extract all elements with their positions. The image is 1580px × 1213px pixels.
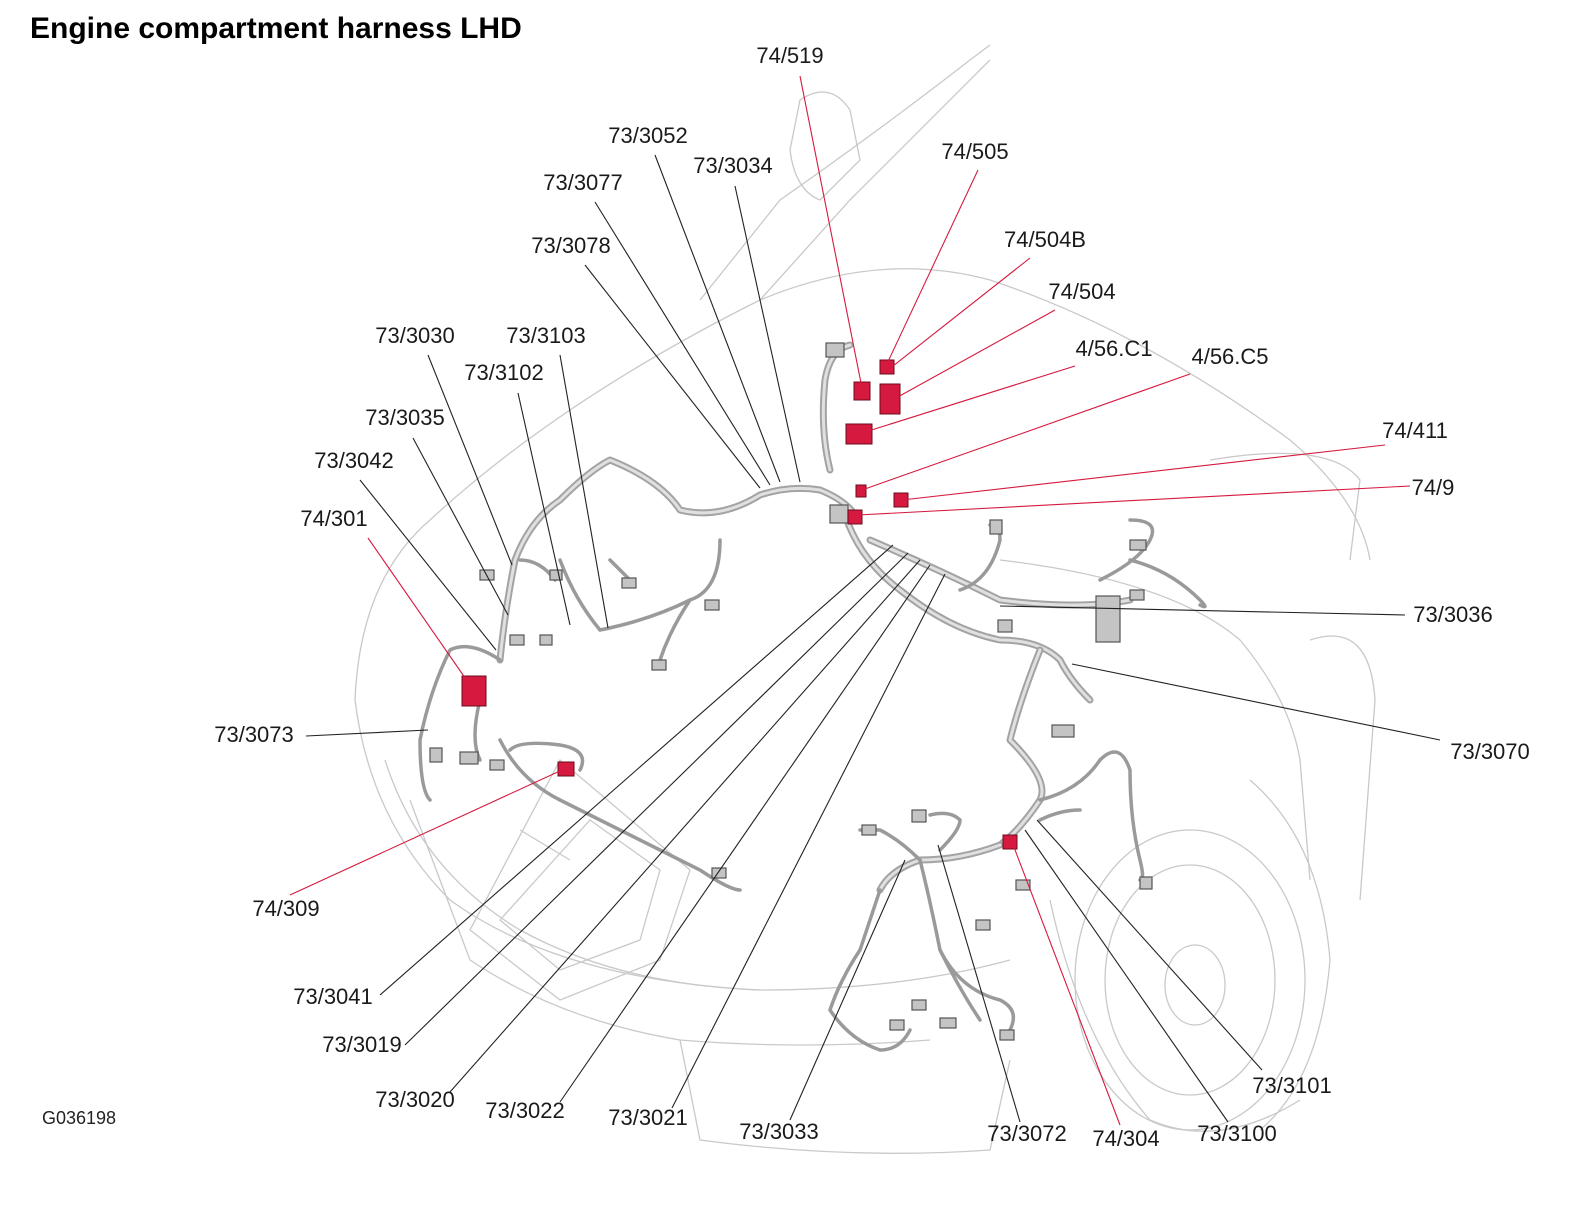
- leader-line-73-3101: [1036, 819, 1263, 1071]
- leader-line-73-3041: [379, 544, 894, 996]
- component-74-504: [879, 383, 901, 415]
- leader-line-74-309: [289, 769, 563, 896]
- leader-line-74-301: [367, 537, 471, 686]
- component-74-309: [557, 761, 575, 777]
- callout-label-73-3078: 73/3078: [531, 233, 611, 258]
- leader-line-73-3070: [1071, 663, 1441, 741]
- callout-label-73-3042: 73/3042: [314, 448, 394, 473]
- callout-label-73-3102: 73/3102: [464, 360, 544, 385]
- connectors: [429, 342, 1153, 1041]
- callout-label-73-3034: 73/3034: [693, 153, 773, 178]
- leader-line-4-56-c1: [861, 365, 1076, 434]
- callout-label-73-3052: 73/3052: [608, 123, 688, 148]
- callout-label-73-3101: 73/3101: [1252, 1073, 1332, 1098]
- car-outline: [354, 44, 1376, 1154]
- callout-label-73-3020: 73/3020: [375, 1087, 455, 1112]
- leader-line-73-3036: [999, 605, 1406, 616]
- callout-label-73-3022: 73/3022: [485, 1098, 565, 1123]
- leader-line-4-56-c5: [861, 373, 1191, 491]
- leader-line-73-3022: [559, 564, 931, 1103]
- leader-line-73-3072: [937, 844, 1021, 1123]
- leader-line-73-3019: [404, 552, 909, 1046]
- leader-line-73-3100: [1024, 829, 1229, 1123]
- callout-label-74-504: 74/504: [1048, 279, 1115, 304]
- callout-label-4-56-c5: 4/56.C5: [1191, 344, 1268, 369]
- callout-label-73-3077: 73/3077: [543, 170, 623, 195]
- component-74-304: [1002, 834, 1018, 850]
- leader-line-74-411: [901, 444, 1386, 501]
- leader-lines: [289, 75, 1441, 1126]
- component-4-56-c5: [855, 484, 867, 498]
- leader-line-73-3042: [359, 479, 497, 651]
- leader-line-74-504b: [887, 257, 1031, 371]
- callout-label-74-504b: 74/504B: [1004, 227, 1086, 252]
- callout-label-74-505: 74/505: [941, 139, 1008, 164]
- leader-line-74-304: [1011, 841, 1121, 1126]
- leader-line-73-3030: [427, 354, 513, 566]
- leader-line-73-3033: [789, 859, 906, 1121]
- component-74-411: [893, 492, 909, 508]
- callout-label-73-3033: 73/3033: [739, 1119, 819, 1144]
- highlighted-components: [461, 359, 1018, 850]
- branch-wires: [418, 518, 1207, 1052]
- callout-label-73-3103: 73/3103: [506, 323, 586, 348]
- leader-line-74-505: [884, 169, 979, 369]
- callout-label-73-3021: 73/3021: [608, 1105, 688, 1130]
- component-74-505: [879, 359, 895, 375]
- callout-label-74-304: 74/304: [1092, 1126, 1159, 1151]
- callout-label-74-309: 74/309: [252, 896, 319, 921]
- leader-line-73-3034: [734, 185, 801, 483]
- leader-line-74-504: [895, 309, 1056, 399]
- component-74-301: [461, 675, 487, 707]
- figure-code: G036198: [42, 1108, 117, 1128]
- leader-line-73-3052: [654, 154, 781, 483]
- component-74-9: [847, 509, 863, 525]
- callout-label-73-3100: 73/3100: [1197, 1121, 1277, 1146]
- callout-label-73-3036: 73/3036: [1413, 602, 1493, 627]
- callout-label-73-3070: 73/3070: [1450, 739, 1530, 764]
- callout-label-73-3072: 73/3072: [987, 1121, 1067, 1146]
- leader-line-73-3077: [594, 201, 771, 486]
- callout-label-73-3073: 73/3073: [214, 722, 294, 747]
- leader-line-74-9: [857, 485, 1411, 516]
- leader-line-73-3020: [449, 559, 921, 1093]
- component-4-56-c1: [845, 423, 873, 445]
- diagram-title: Engine compartment harness LHD: [30, 12, 522, 45]
- harness-bundle: [496, 341, 1134, 894]
- callout-label-73-3030: 73/3030: [375, 323, 455, 348]
- leader-line-73-3021: [671, 573, 946, 1109]
- leader-line-73-3078: [584, 264, 761, 489]
- callout-label-73-3041: 73/3041: [293, 984, 373, 1009]
- callout-label-74-411: 74/411: [1382, 418, 1448, 443]
- callout-label-74-301: 74/301: [300, 506, 367, 531]
- leader-line-74-519: [799, 75, 863, 389]
- leader-line-73-3035: [412, 437, 509, 616]
- leader-line-73-3103: [559, 354, 609, 629]
- callout-label-74-9: 74/9: [1412, 475, 1455, 500]
- leader-line-73-3102: [517, 392, 571, 626]
- callout-label-74-519: 74/519: [756, 43, 823, 68]
- callout-label-4-56-c1: 4/56.C1: [1075, 336, 1152, 361]
- leader-line-73-3073: [305, 729, 429, 737]
- component-74-519: [853, 381, 871, 401]
- callout-label-73-3019: 73/3019: [322, 1032, 402, 1057]
- callout-label-73-3035: 73/3035: [365, 405, 445, 430]
